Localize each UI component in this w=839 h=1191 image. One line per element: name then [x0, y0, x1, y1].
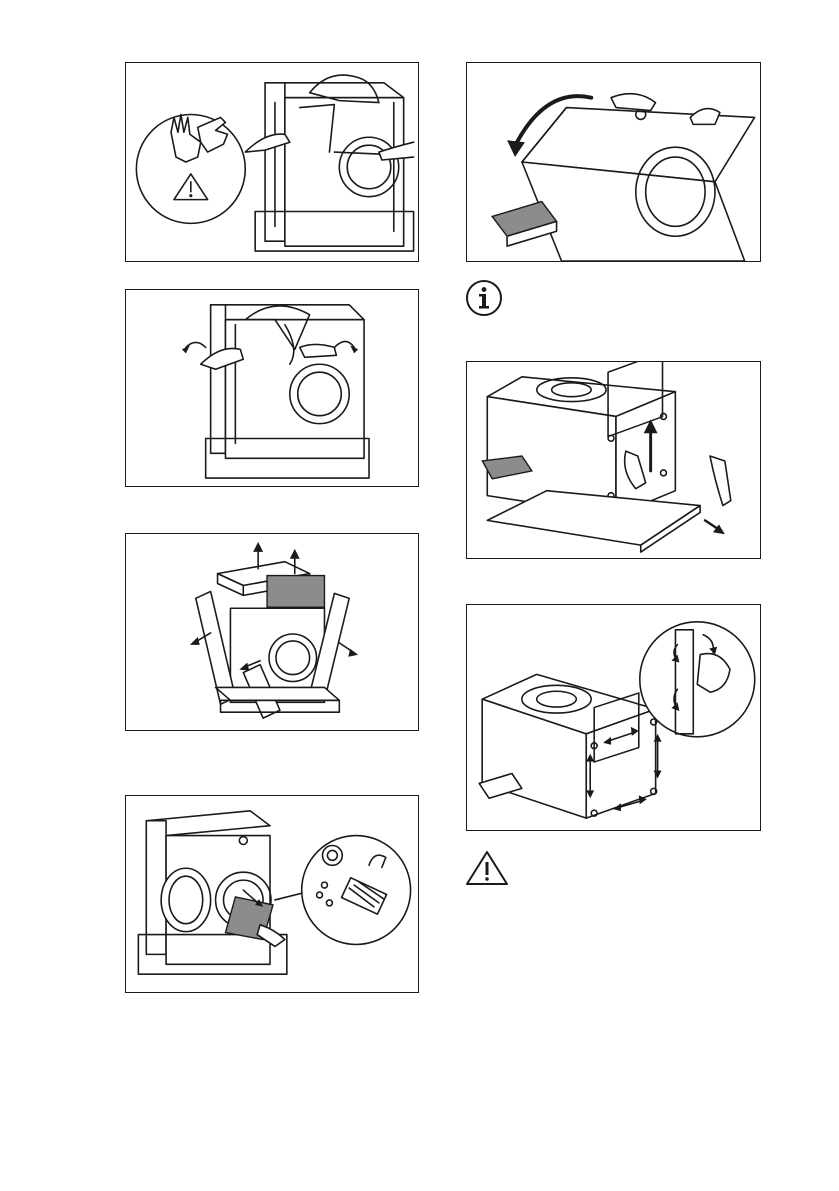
- remove-polystyrene-illustration: [126, 534, 418, 730]
- figure-remove-polystyrene-corners: [125, 533, 419, 731]
- warning-triangle-icon: [465, 850, 509, 886]
- remove-bag-illustration: [126, 796, 418, 992]
- unpack-illustration: [126, 63, 418, 261]
- figure-remove-wrap-top: [125, 289, 419, 487]
- info-circle-icon: [465, 279, 503, 317]
- tilt-machine-illustration: [467, 63, 760, 261]
- figure-tilt-machine-back: [466, 62, 761, 262]
- figure-remove-door-bag: [125, 795, 419, 993]
- figure-remove-transit-bolts-seals: [466, 604, 761, 831]
- remove-seals-illustration: [467, 605, 760, 830]
- figure-remove-base-tray: [466, 361, 761, 559]
- figure-unpack-cut-wrap: [125, 62, 419, 262]
- remove-wrap-illustration: [126, 290, 418, 486]
- remove-tray-illustration: [467, 362, 760, 558]
